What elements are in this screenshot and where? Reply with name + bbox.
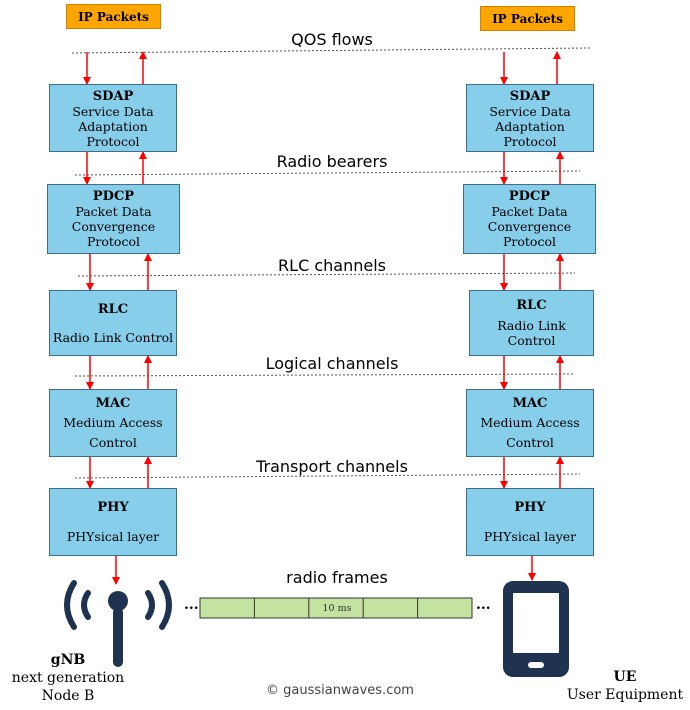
ip-packets-box-gnb: IP Packets [66,4,161,29]
cell-tower-icon [64,580,172,667]
gnb-name: gNB [50,652,86,668]
layer-desc: Control [506,434,554,450]
layer-desc: Control [89,434,137,450]
ue-phy-box: PHY PHYsical layer [466,488,594,556]
layer-desc: Medium Access [480,415,580,431]
layer-name: RLC [516,297,547,313]
radio-bearer-line [74,170,581,176]
layer-desc: Radio Link Control [52,329,174,345]
layer-desc: Packet Data [75,204,152,219]
frame-dots-left: ... [184,597,199,613]
layer-desc: Adaptation Protocol [78,119,148,149]
channel-label-qos: QOS flows [291,30,373,49]
channel-label-rlc: RLC channels [278,256,386,275]
layer-desc: Packet Data [491,204,568,219]
layer-desc: Medium Access [63,415,163,431]
ip-packets-label: IP Packets [492,11,563,26]
copyright-text: © gaussianwaves.com [266,683,414,698]
gnb-pdcp-box: PDCP Packet Data Convergence Protocol [47,184,180,254]
channel-label-radio-bearers: Radio bearers [276,152,388,171]
layer-name: PHY [97,500,129,515]
ue-title: UE User Equipment [560,668,690,704]
ip-packets-label: IP Packets [78,9,149,24]
layer-desc: Adaptation Protocol [495,119,565,149]
layer-desc: Service Data [489,104,571,119]
frame-dots-right: ... [476,597,491,613]
layer-name: PDCP [508,189,551,204]
radio-frame-strip [199,597,473,619]
layer-name: SDAP [92,89,134,104]
channel-label-logical: Logical channels [265,354,399,373]
ue-desc: User Equipment [566,687,684,703]
layer-name: MAC [95,396,131,412]
ue-sdap-box: SDAP Service Data Adaptation Protocol [466,84,594,152]
layer-name: RLC [97,301,129,317]
layer-desc: PHYsical layer [483,529,577,544]
layer-desc: PHYsical layer [66,529,160,544]
gnb-phy-box: PHY PHYsical layer [49,488,177,556]
rlc-channel-line [77,272,576,277]
gnb-mac-box: MAC Medium Access Control [49,389,177,457]
gnb-desc-2: Node B [41,688,95,704]
layer-name: SDAP [509,89,551,104]
logical-channel-line [74,373,576,377]
gnb-sdap-box: SDAP Service Data Adaptation Protocol [49,84,177,152]
layer-desc: Radio Link Control [497,318,566,349]
layer-desc: Convergence Protocol [487,219,572,249]
ue-mac-box: MAC Medium Access Control [466,389,594,457]
smartphone-icon [503,581,569,677]
layer-desc: Convergence Protocol [71,219,156,249]
layer-name: PDCP [92,189,135,204]
gnb-rlc-box: RLC Radio Link Control [49,290,177,356]
gnb-desc-1: next generation [11,670,125,686]
ue-pdcp-box: PDCP Packet Data Convergence Protocol [463,184,596,254]
layer-name: MAC [512,396,548,412]
gnb-title: gNB next generation Node B [0,651,136,705]
frame-duration-label: 10 ms [322,603,352,614]
layer-name: PHY [514,500,546,515]
ue-name: UE [613,669,637,685]
ue-rlc-box: RLC Radio Link Control [469,290,594,356]
transport-channel-line [74,473,581,479]
ip-packets-box-ue: IP Packets [480,6,575,31]
layer-desc: Service Data [72,104,154,119]
channel-label-transport: Transport channels [256,457,408,476]
radio-frames-label: radio frames [286,568,388,587]
